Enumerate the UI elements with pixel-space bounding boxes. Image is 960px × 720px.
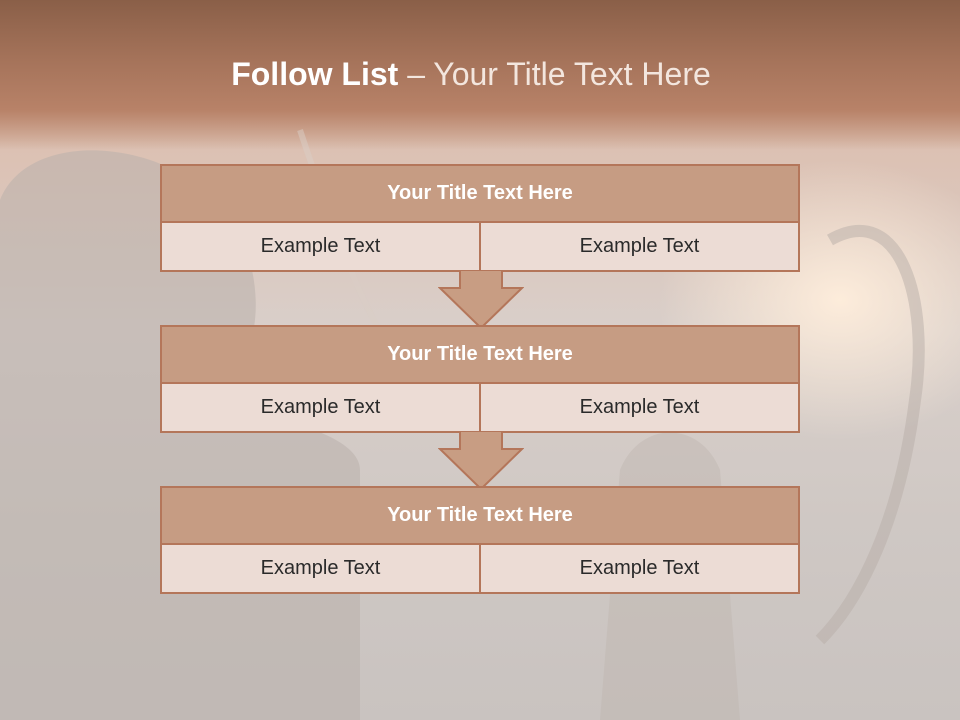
flow-step-right-text: Example Text (479, 223, 798, 270)
flow-step-title: Your Title Text Here (162, 166, 798, 223)
slide-title-strong: Follow List (231, 56, 399, 92)
slide-title-rest: – Your Title Text Here (398, 56, 711, 92)
flow-step-left-text: Example Text (162, 545, 479, 592)
flow-step-3: Your Title Text Here Example Text Exampl… (160, 486, 800, 594)
flow-step-row: Example Text Example Text (162, 384, 798, 431)
flow-step-row: Example Text Example Text (162, 545, 798, 592)
flow-step-right-text: Example Text (479, 384, 798, 431)
down-arrow-icon (438, 270, 524, 330)
down-arrow-icon (438, 431, 524, 491)
flow-step-2: Your Title Text Here Example Text Exampl… (160, 325, 800, 433)
flow-step-right-text: Example Text (479, 545, 798, 592)
slide-title: Follow List – Your Title Text Here (0, 56, 942, 93)
flow-step-title: Your Title Text Here (162, 488, 798, 545)
flow-step-left-text: Example Text (162, 223, 479, 270)
flow-step-1: Your Title Text Here Example Text Exampl… (160, 164, 800, 272)
flow-step-row: Example Text Example Text (162, 223, 798, 270)
flow-step-title: Your Title Text Here (162, 327, 798, 384)
header-band (0, 0, 960, 150)
flow-step-left-text: Example Text (162, 384, 479, 431)
